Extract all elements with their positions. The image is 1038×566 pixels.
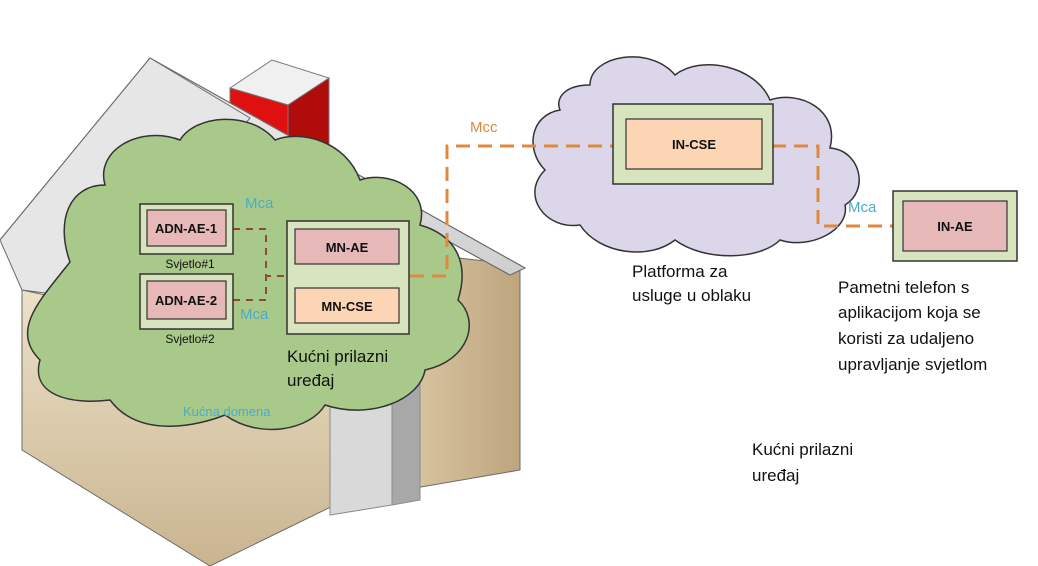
light1-caption: Svjetlo#1 — [165, 257, 215, 271]
in-ae-phone: IN-AE — [892, 190, 1018, 262]
in-cse-box — [625, 118, 763, 170]
light2-caption: Svjetlo#2 — [165, 332, 215, 346]
in-ae-box — [902, 200, 1008, 252]
gateway-caption-line1: Kućni prilazni — [287, 347, 388, 366]
mn-ae-label: MN-AE — [326, 240, 369, 255]
gateway-device: MN-AE MN-CSE — [286, 220, 410, 335]
adn-ae-1-label: ADN-AE-1 — [155, 221, 217, 236]
mcc-line — [410, 144, 613, 278]
mcc-label: Mcc — [470, 119, 498, 136]
mn-cse-label: MN-CSE — [321, 299, 373, 314]
home-domain-label: Kućna domena — [183, 404, 271, 419]
mn-cse-box — [294, 287, 400, 324]
in-cse-label: IN-CSE — [672, 137, 716, 152]
in-ae-label: IN-AE — [937, 219, 973, 234]
extra-caption-line2: uređaj — [752, 466, 799, 485]
adn-ae-2-device: ADN-AE-2 — [139, 273, 234, 330]
in-cse-platform: IN-CSE — [612, 103, 774, 185]
mca-label-phone: Mca — [848, 199, 877, 216]
adn-ae-1-box — [146, 209, 227, 247]
cloud-caption-line2: usluge u oblaku — [632, 286, 751, 305]
phone-caption-line2: aplikacijom koja se — [838, 303, 981, 322]
interface-lines — [410, 144, 893, 278]
adn-ae-2-label: ADN-AE-2 — [155, 293, 217, 308]
extra-caption-line1: Kućni prilazni — [752, 440, 853, 459]
home-domain-cloud — [27, 118, 470, 431]
phone-caption-line3: koristi za udaljeno — [838, 329, 974, 348]
phone-caption-line1: Pametni telefon s — [838, 278, 969, 297]
cloud-caption-line1: Platforma za — [632, 262, 728, 281]
mca-label-home-bottom: Mca — [240, 306, 269, 323]
adn-ae-1-device: ADN-AE-1 — [139, 203, 234, 255]
mn-ae-box — [294, 228, 400, 265]
local-links — [233, 228, 287, 301]
adn1-link — [233, 228, 287, 277]
gateway-caption-line2: uređaj — [287, 371, 334, 390]
adn-ae-2-box — [146, 280, 227, 320]
mca-phone-line — [772, 144, 893, 228]
mca-label-home-top: Mca — [245, 195, 274, 212]
phone-caption-line4: upravljanje svjetlom — [838, 355, 987, 374]
adn2-link — [233, 276, 267, 301]
